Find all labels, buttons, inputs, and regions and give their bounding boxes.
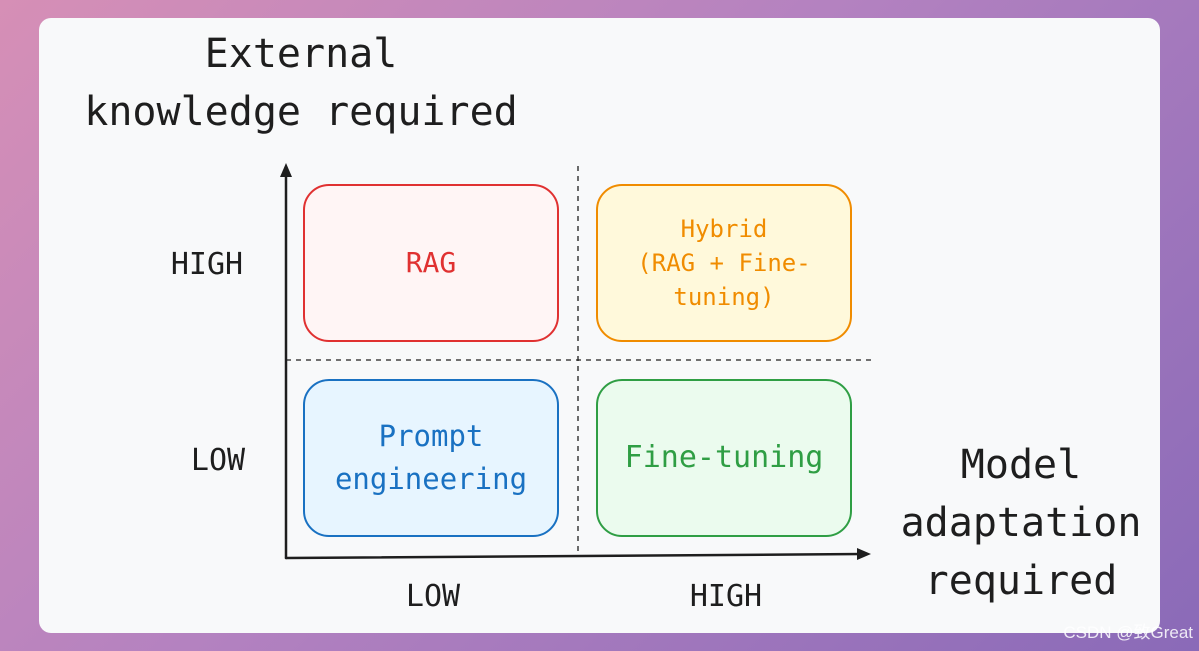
quadrant-prompt-engineering: Prompt engineering <box>303 379 559 537</box>
quadrant-axes <box>280 163 873 560</box>
y-tick-low: LOW <box>190 443 246 478</box>
y-axis-arrow-icon <box>280 163 292 177</box>
quadrant-fine-tuning-label: Fine-tuning <box>624 440 824 475</box>
x-axis-arrow-icon <box>857 548 871 560</box>
x-tick-low: LOW <box>405 579 461 614</box>
y-tick-high: HIGH <box>170 247 244 282</box>
quadrant-rag-label: RAG <box>405 246 457 279</box>
y-axis-title: External knowledge required <box>84 31 518 135</box>
quadrant-prompt-label: Prompt engineering <box>334 419 528 496</box>
quadrant-fine-tuning: Fine-tuning <box>596 379 852 537</box>
diagram-card: External knowledge required HIGH LOW RAG… <box>39 18 1160 633</box>
x-tick-high: HIGH <box>689 579 763 614</box>
quadrant-hybrid-label: Hybrid (RAG + Fine- tuning) <box>637 215 811 311</box>
quadrant-hybrid: Hybrid (RAG + Fine- tuning) <box>596 184 852 342</box>
quadrant-rag: RAG <box>303 184 559 342</box>
x-axis-title: Model adaptation required <box>900 442 1142 604</box>
watermark: CSDN @致Great <box>1063 623 1193 642</box>
x-axis-line <box>284 552 865 560</box>
